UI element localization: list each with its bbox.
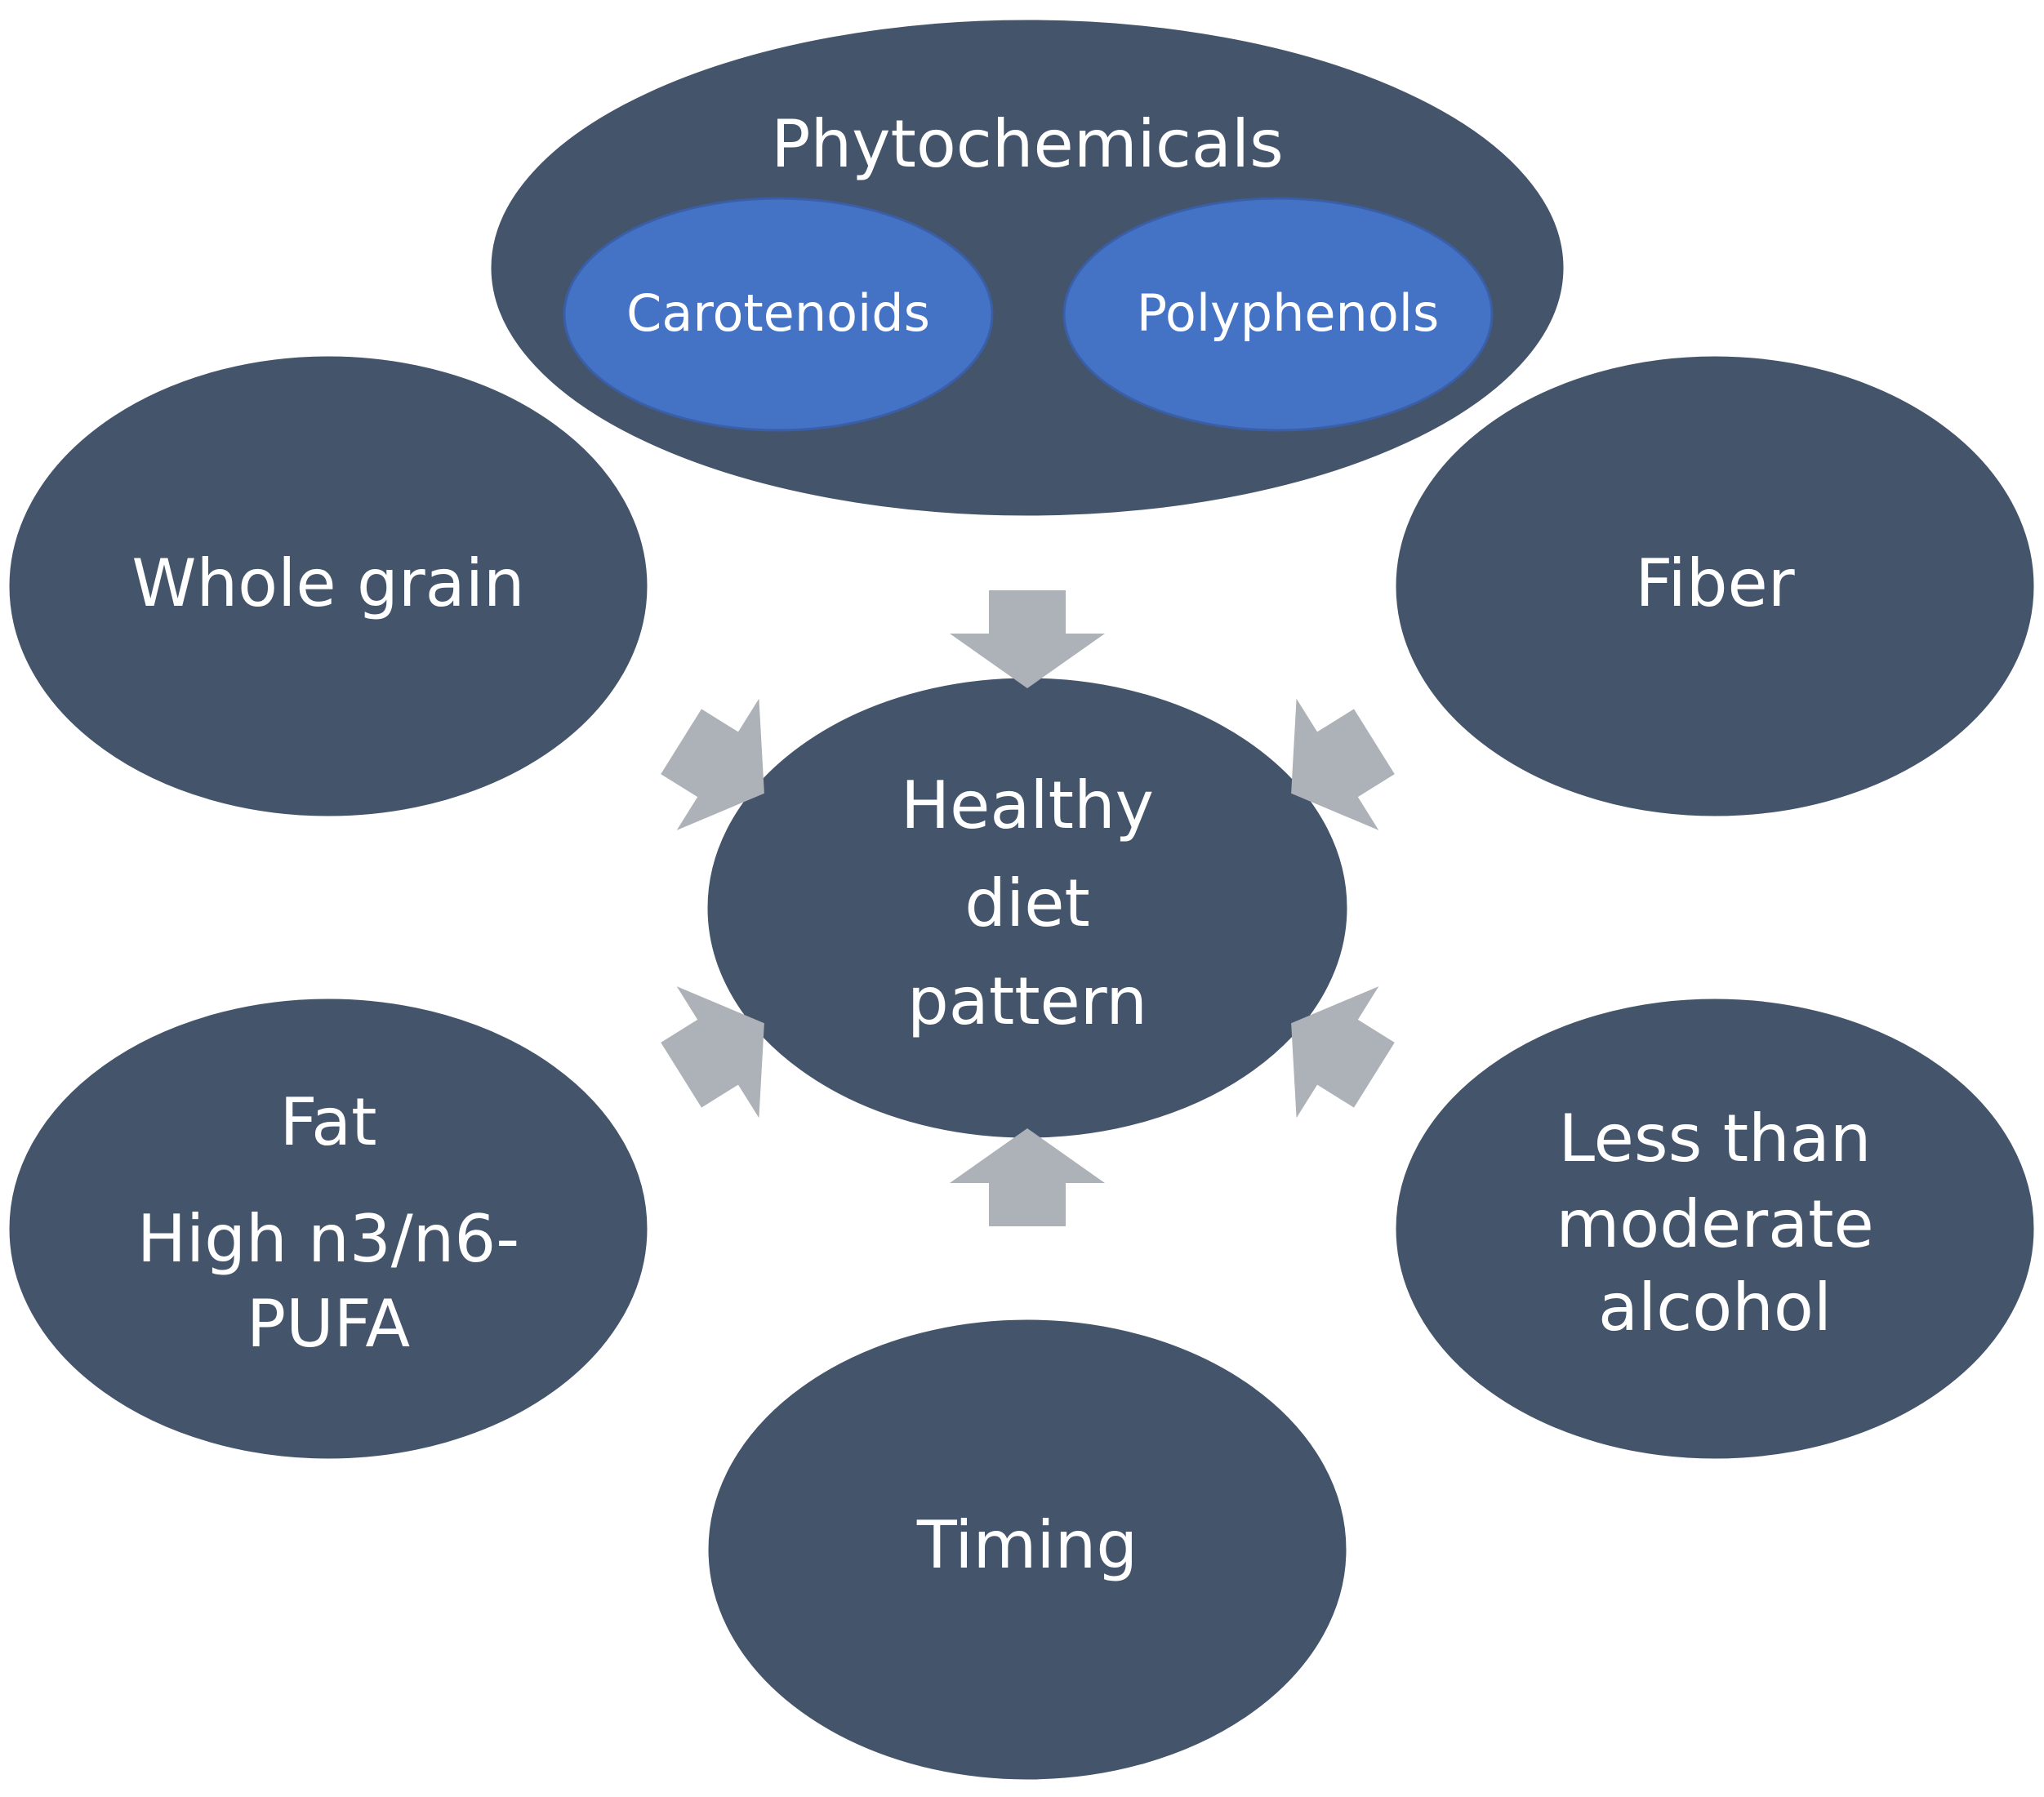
whole-grain-node: Whole grain xyxy=(7,354,650,819)
center-label-line-3: pattern xyxy=(907,963,1147,1039)
arrow-from-fiber xyxy=(1291,698,1395,830)
arrow-from-phytochemicals xyxy=(950,590,1105,688)
carotenoids-label: Carotenoids xyxy=(626,283,930,343)
fat-detail-line-2: PUFA xyxy=(247,1286,410,1362)
center-label-line-1: Healthy xyxy=(901,767,1154,843)
timing-node: Timing xyxy=(706,1317,1349,1782)
polyphenols-node: Polyphenols xyxy=(1062,197,1494,432)
timing-label: Timing xyxy=(916,1507,1138,1583)
polyphenols-ellipse xyxy=(1062,197,1494,432)
alcohol-label-line-1: Less than xyxy=(1559,1101,1872,1177)
phytochemicals-node: Phytochemicals Carotenoids Polyphenols xyxy=(488,17,1566,518)
phytochemicals-label: Phytochemicals xyxy=(771,106,1284,182)
fat-ellipse xyxy=(7,996,650,1461)
arrow-from-alcohol xyxy=(1291,986,1395,1119)
fat-node: Fat High n3/n6- PUFA xyxy=(7,996,650,1461)
timing-ellipse xyxy=(706,1317,1349,1782)
whole-grain-ellipse xyxy=(7,354,650,819)
arrow-from-timing xyxy=(950,1128,1105,1226)
fat-title: Fat xyxy=(279,1084,376,1160)
arrow-from-whole-grain xyxy=(661,698,764,830)
whole-grain-label: Whole grain xyxy=(131,545,524,621)
fiber-ellipse xyxy=(1393,354,2037,819)
alcohol-label-line-3: alcohol xyxy=(1598,1270,1832,1346)
carotenoids-node: Carotenoids xyxy=(563,197,994,432)
fiber-label: Fiber xyxy=(1635,545,1794,621)
center-label-line-2: diet xyxy=(964,865,1090,941)
arrow-from-fat xyxy=(661,986,764,1119)
carotenoids-ellipse xyxy=(563,197,994,432)
fiber-node: Fiber xyxy=(1393,354,2037,819)
alcohol-node: Less than moderate alcohol xyxy=(1393,996,2037,1461)
polyphenols-label: Polyphenols xyxy=(1137,283,1440,343)
arrows xyxy=(661,590,1395,1226)
alcohol-label-line-2: moderate xyxy=(1556,1186,1873,1262)
alcohol-ellipse xyxy=(1393,996,2037,1461)
fat-detail-line-1: High n3/n6- xyxy=(137,1201,519,1277)
healthy-diet-pattern-node: Healthy diet pattern xyxy=(705,675,1350,1141)
